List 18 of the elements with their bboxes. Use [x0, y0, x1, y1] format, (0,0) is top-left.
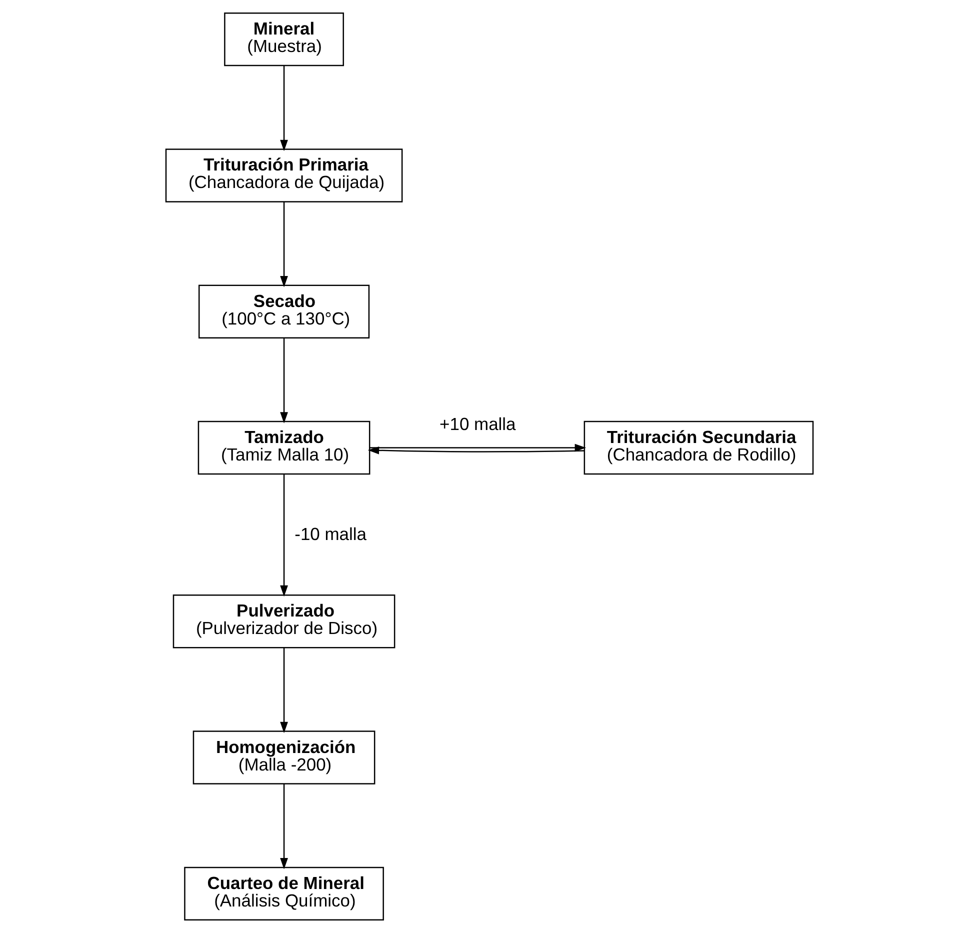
node-box: Trituración Primaria (Chancadora de Quijada) [165, 148, 403, 202]
node-box: Trituración Secundaria (Chancadora de Rodillo) [584, 420, 814, 475]
node-box: Tamizado (Tamiz Malla 10) [198, 420, 370, 475]
edge-label: +10 malla [440, 414, 516, 434]
arrow [280, 784, 288, 870]
node-box: Mineral (Muestra) [224, 12, 344, 66]
arrow [280, 648, 288, 734]
node-box: Cuarteo de Mineral (Análisis Químico) [184, 866, 384, 921]
arrow [370, 444, 586, 452]
arrow [280, 338, 288, 424]
arrow [280, 474, 288, 597]
edge-label: -10 malla [294, 524, 367, 544]
arrow [368, 446, 584, 454]
node-box: Secado (100°C a 130°C) [198, 284, 370, 338]
node-box: Homogenización (Malla -200) [192, 730, 376, 784]
arrow [280, 202, 288, 288]
node-box: Pulverizado (Pulverizador de Disco) [172, 594, 396, 648]
arrow [280, 66, 288, 152]
